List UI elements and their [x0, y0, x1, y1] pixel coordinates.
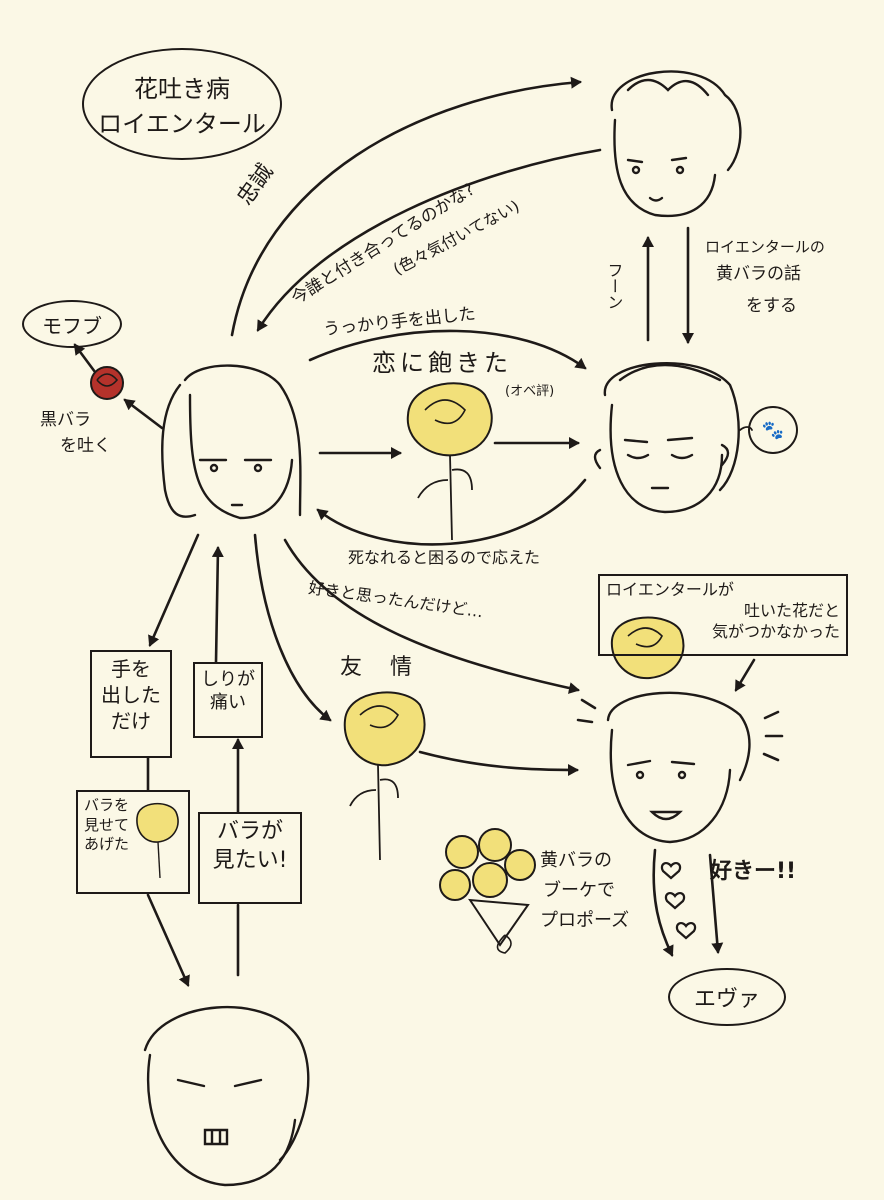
box-line: しりが [201, 669, 255, 690]
box-shiri-ga-itai: しりが 痛い [193, 662, 263, 738]
heart-icon [660, 862, 682, 880]
label-bouquet-2: ブーケで [543, 880, 615, 901]
note-line-1: ロイエンタールが [606, 580, 734, 599]
label-fuun-text: フーン [604, 262, 624, 310]
face-icon [610, 70, 742, 218]
arrow-yuujou-to-person [418, 750, 579, 776]
box-line: バラが [216, 819, 283, 844]
rose-icon [406, 382, 493, 541]
box-bara-misete: バラを 見せて あげた [76, 790, 190, 894]
arrow-yuujou [253, 533, 332, 722]
note-line-2: 吐いた花だと [743, 600, 840, 620]
arrow-loyalty [230, 76, 582, 337]
box-line: バラを [84, 796, 130, 814]
box-line: 手を [111, 657, 151, 681]
title-line-1: 花吐き病 [134, 75, 230, 103]
box-line: 見せて [84, 815, 130, 834]
arrow-sukii [708, 853, 724, 954]
face-icon [606, 691, 751, 844]
label-roi-yellow-2: 黄バラの話 [716, 264, 801, 284]
label-fuun: フーン [604, 262, 626, 310]
label-obe-hyou: (オベ評) [505, 384, 555, 399]
rose-icon [343, 691, 426, 861]
title-bubble: 花吐き病 ロイエンタール [82, 48, 282, 160]
box-line: 出した [101, 683, 161, 707]
rose-icon [90, 366, 124, 400]
face-icon [593, 362, 740, 514]
mofu-bubble: モフブ [22, 300, 122, 348]
arrow-suki [283, 538, 580, 694]
paw-icon: 🐾 [761, 419, 785, 441]
label-yuujou: 友情 [340, 655, 441, 680]
face-icon [161, 364, 302, 520]
arrow-shinareru [316, 478, 587, 546]
arrow-ukkari [308, 329, 587, 370]
box-line: 見たい! [212, 847, 288, 873]
face-icon [143, 1005, 310, 1187]
label-koi-ni-akita: 恋に飽きた [372, 349, 512, 377]
box-bara-ga-mitai: バラが 見たい! [198, 812, 302, 904]
arrow-question [256, 148, 602, 332]
hearts [660, 862, 697, 940]
arrow-note [734, 658, 756, 692]
label-bouquet-3: プロポーズ [540, 910, 630, 931]
heart-icon [675, 922, 697, 940]
arrow-bouquet [652, 848, 674, 957]
box-line: 痛い [210, 692, 246, 714]
box-line: だけ [111, 709, 151, 733]
speech-bubble: 🐾 [748, 406, 798, 454]
label-shinareru: 死なれると困るので応えた [348, 548, 541, 567]
rose-icon [136, 802, 179, 879]
label-black-rose-2: を吐く [60, 436, 111, 456]
arrow-bara-misete [146, 893, 190, 987]
label-black-rose-1: 黒バラ [40, 410, 91, 430]
label-roi-yellow-1: ロイエンタールの [705, 238, 825, 256]
box-line: あげた [84, 835, 130, 853]
arrow-black-rose [123, 398, 164, 430]
bouquet-icon [439, 828, 536, 954]
arrow-up-reinhard [211, 546, 224, 664]
title-line-2: ロイエンタール [98, 110, 266, 138]
eva-bubble: エヴァ [668, 968, 786, 1026]
arrow-mofu [73, 343, 97, 374]
note-line-3: 気がつかなかった [711, 621, 840, 641]
note-did-not-notice: ロイエンタールが 吐いた花だと 気がつかなかった [598, 574, 848, 656]
label-roi-yellow-3: をする [746, 296, 797, 316]
box-te-wo-dashita: 手を 出した だけ [90, 650, 172, 758]
heart-icon [664, 892, 686, 910]
arrow-te [148, 533, 200, 647]
label-bouquet-1: 黄バラの [540, 850, 612, 871]
label-sukii: 好きー!! [710, 859, 797, 884]
